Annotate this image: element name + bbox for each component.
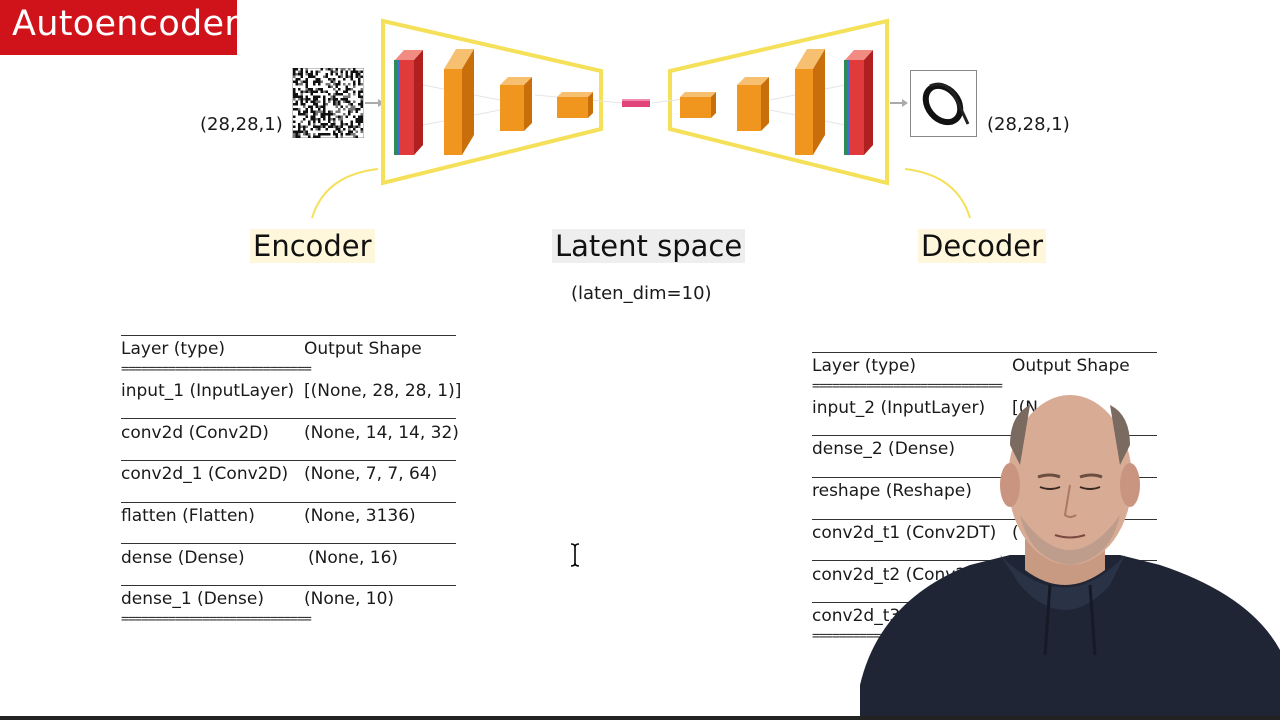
table-row-layer: dense_2 (Dense) — [812, 439, 955, 459]
encoder-layer-1 — [394, 50, 423, 155]
table-rule — [121, 335, 456, 336]
column-header-shape: Output Shape — [304, 339, 422, 359]
decoder-label: Decoder — [918, 229, 1047, 263]
slide-title-banner — [0, 0, 237, 55]
decoder-funnel — [668, 18, 889, 186]
table-rule — [812, 477, 1157, 478]
decoder-layer-2 — [737, 77, 769, 131]
table-row-layer: flatten (Flatten) — [121, 506, 255, 526]
column-header-layer: Layer (type) — [812, 356, 917, 376]
output-shape-label: (28,28,1) — [987, 114, 1070, 135]
latent-space-label: Latent space — [552, 229, 746, 263]
encoder-layer-2 — [444, 49, 474, 155]
table-row-shape: (None, 7, 7, 64) — [304, 464, 438, 484]
decoder-layer-4 — [844, 50, 873, 155]
table-row-layer: conv2d (Conv2D) — [121, 423, 269, 443]
table-row-layer: dense_1 (Dense) — [121, 589, 264, 609]
bottom-edge-bar — [0, 716, 1280, 720]
encoder-funnel — [381, 18, 603, 186]
table-rule — [812, 352, 1157, 353]
slide-title: Autoencoder — [12, 4, 240, 44]
encoder-label: Encoder — [250, 229, 375, 263]
noisy-input-image — [292, 68, 364, 138]
table-row-layer: input_1 (InputLayer) — [121, 381, 295, 401]
autoencoder-diagram — [365, 18, 908, 186]
table-row-shape: (None, 16) — [308, 548, 399, 568]
encoder-connector-curve — [311, 168, 379, 219]
table-row-shape: (None, 14, 14, 32) — [304, 423, 459, 443]
table-row-layer: input_2 (InputLayer) — [812, 398, 986, 418]
presenter-webcam-overlay — [860, 395, 1280, 720]
decoder-connector-curve — [904, 168, 971, 219]
table-rule — [812, 560, 1157, 561]
table-rule — [812, 435, 1157, 436]
table-row-shape: (None, 10) — [304, 589, 395, 609]
column-header-shape: Output Shape — [1012, 356, 1130, 376]
encoder-layer-3 — [500, 77, 532, 131]
table-rule — [121, 502, 456, 503]
table-row-shape: [(None, 28, 28, 1)] — [304, 381, 462, 401]
table-row-shape: [(N — [1012, 398, 1038, 418]
table-row-layer: conv2d_t2 (Conv2D — [812, 565, 980, 585]
output-arrow-head — [902, 99, 908, 107]
table-row-layer: reshape (Reshape) — [812, 481, 972, 501]
table-rule — [121, 418, 456, 419]
encoder-summary-table: Layer (type) Output Shape ==============… — [121, 330, 461, 630]
table-row-shape: (None, 3136) — [304, 506, 416, 526]
decoder-layer-3 — [795, 49, 825, 155]
reconstructed-output-image — [910, 70, 977, 137]
table-rule — [121, 585, 456, 586]
text-cursor-icon — [570, 543, 580, 567]
encoder-layer-4 — [557, 92, 593, 118]
table-double-rule: ============================ — [812, 379, 1003, 394]
table-row-layer: conv2d_t1 (Conv2DT) — [812, 523, 997, 543]
table-rule — [121, 543, 456, 544]
table-double-rule: ============================ — [121, 362, 312, 377]
latent-dim-label: (laten_dim=10) — [571, 283, 712, 304]
table-row-layer: conv2d_1 (Conv2D) — [121, 464, 289, 484]
latent-vector — [622, 99, 650, 107]
table-double-rule: ============================ — [121, 612, 312, 627]
column-header-layer: Layer (type) — [121, 339, 226, 359]
table-rule — [812, 519, 1157, 520]
table-row-layer: dense (Dense) — [121, 548, 245, 568]
decoder-layer-1 — [680, 92, 716, 118]
table-rule — [121, 460, 456, 461]
input-shape-label: (28,28,1) — [200, 114, 283, 135]
